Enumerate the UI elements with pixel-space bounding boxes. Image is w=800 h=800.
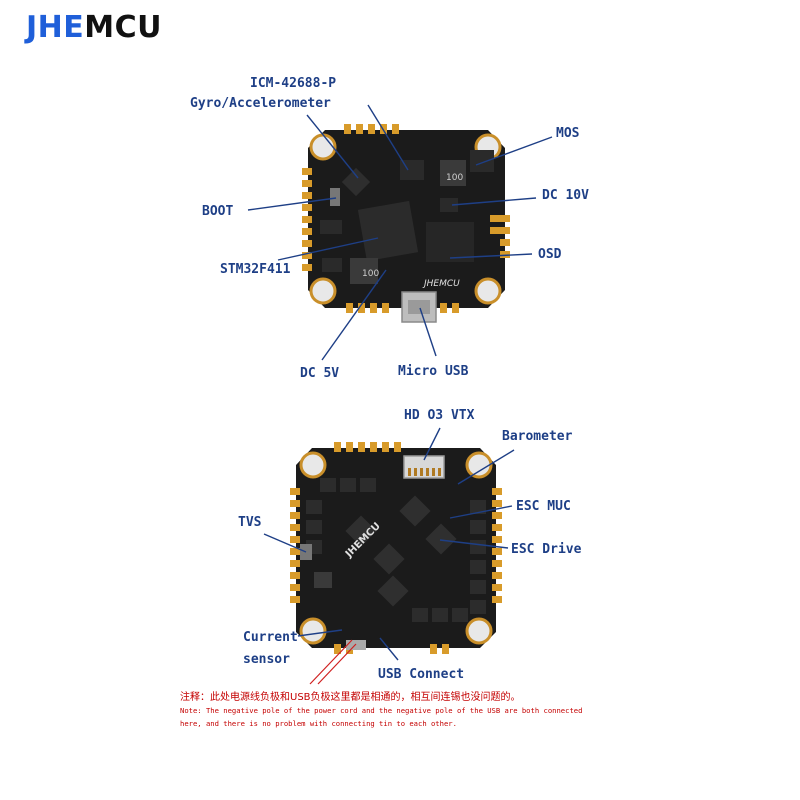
barometer-label: Barometer [502, 429, 573, 444]
note-english: Note: The negative pole of the power cor… [180, 706, 583, 728]
current-label: Current [243, 630, 298, 645]
brand-part2: MCU [84, 10, 162, 45]
tvs-label: TVS [238, 515, 262, 530]
gyro-label: Gyro/Accelerometer [190, 96, 331, 111]
stm-label: STM32F411 [220, 262, 291, 277]
brand-part1: JHE [26, 10, 85, 45]
osd-label: OSD [538, 247, 562, 262]
mos-label: MOS [556, 126, 580, 141]
note-chinese: 注释：此处电源线负极和USB负极这里都是相通的，相互间连锡也没问题的。 [180, 692, 521, 703]
note-pointer-lines [309, 639, 357, 685]
hdvtx-label: HD O3 VTX [404, 408, 475, 423]
top-inductor2-label: 100 [446, 173, 463, 183]
top-silkscreen: JHEMCU [422, 279, 460, 289]
escmuc-label: ESC MUC [516, 499, 571, 514]
sensor-label: sensor [243, 652, 290, 667]
usbconnect-label: USB Connect [378, 667, 465, 682]
top-inductor-label: 100 [362, 269, 379, 279]
top-board: 100 100 JHEMCU [302, 124, 510, 323]
bottom-pointer-lines [263, 427, 515, 661]
icm-label: ICM-42688-P [250, 76, 337, 91]
dc5v-label: DC 5V [300, 366, 340, 381]
top-pointer-lines [247, 104, 553, 361]
bottom-board: JHEMCU [290, 442, 502, 654]
boot-label: BOOT [202, 204, 234, 219]
escdrive-label: ESC Drive [511, 542, 582, 557]
dc10v-label: DC 10V [542, 188, 589, 203]
brand-logo: JHEMCU [26, 10, 162, 45]
microusb-label: Micro USB [398, 364, 469, 379]
